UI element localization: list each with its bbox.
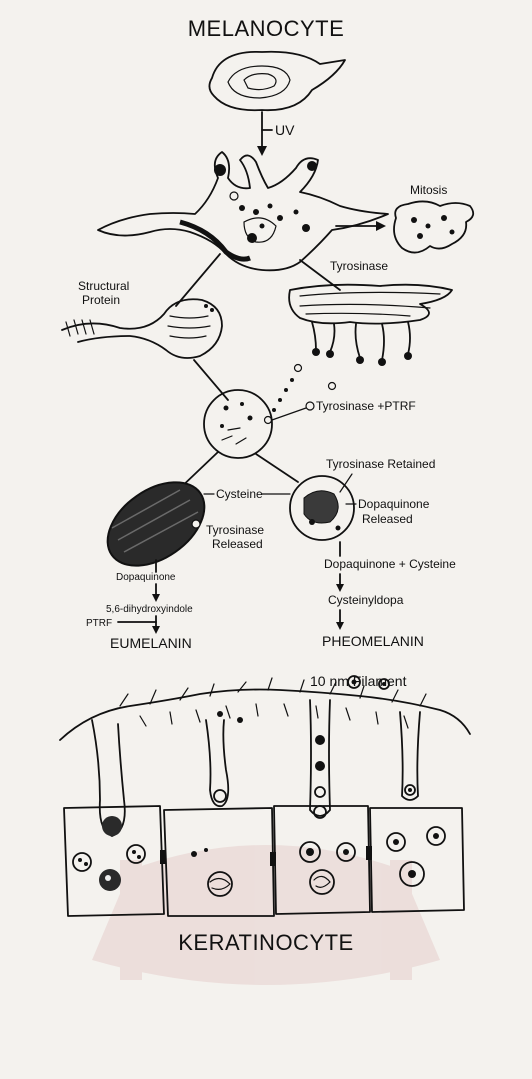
dopaquinone-released-label-1: Dopaquinone [358, 497, 430, 511]
dopaquinone-released-label-2: Released [362, 512, 413, 526]
dopaquinone-cysteine-label: Dopaquinone + Cysteine [324, 557, 456, 571]
melanocyte-dendrites [60, 676, 470, 740]
tyrosinase-released-label-2: Released [212, 537, 263, 551]
structural-protein-organelle [62, 299, 222, 358]
cysteine-label: Cysteine [216, 487, 263, 501]
tyrosinase-ptrf-label: Tyrosinase +PTRF [316, 399, 416, 413]
tyrosinase-golgi [289, 285, 452, 366]
eumelanin-label: EUMELANIN [110, 635, 192, 651]
melanocyte-title: MELANOCYTE [188, 16, 345, 41]
pheomelanin-label: PHEOMELANIN [322, 633, 424, 649]
dihydroxyindole-label: 5,6-dihydroxyindole [106, 604, 193, 615]
premelanosome [204, 390, 272, 458]
mitosis-label: Mitosis [410, 183, 447, 197]
pheomelanosome [290, 474, 354, 540]
dopaquinone-left-label: Dopaquinone [116, 572, 176, 583]
tyrosinase-retained-label: Tyrosinase Retained [326, 457, 435, 471]
structural-label-1: Structural [78, 279, 129, 293]
melanocyte-cell [209, 52, 345, 110]
tyrosinase-label: Tyrosinase [330, 259, 388, 273]
branch-to-pheomelanosome [256, 454, 298, 482]
keratinocyte-title: KERATINOCYTE [178, 930, 354, 955]
uv-label: UV [275, 122, 295, 138]
dendritic-melanocyte [98, 152, 388, 270]
pheomelanin-arrow-1 [336, 574, 344, 592]
structural-label-2: Protein [82, 293, 120, 307]
mitosis-cell [394, 201, 473, 252]
vesicle-trail [272, 365, 302, 413]
tyrosinase-released-label-1: Tyrosinase [206, 523, 264, 537]
branch-to-structural [176, 254, 220, 306]
cysteinyldopa-label: Cysteinyldopa [328, 593, 404, 607]
mitosis-arrow [336, 221, 386, 231]
pheomelanin-arrow-2 [336, 610, 344, 630]
eumelanin-arrow-2 [118, 616, 160, 634]
uv-arrow [257, 112, 272, 156]
ptrf-label: PTRF [86, 618, 112, 629]
eumelanin-arrow-1 [152, 584, 160, 602]
